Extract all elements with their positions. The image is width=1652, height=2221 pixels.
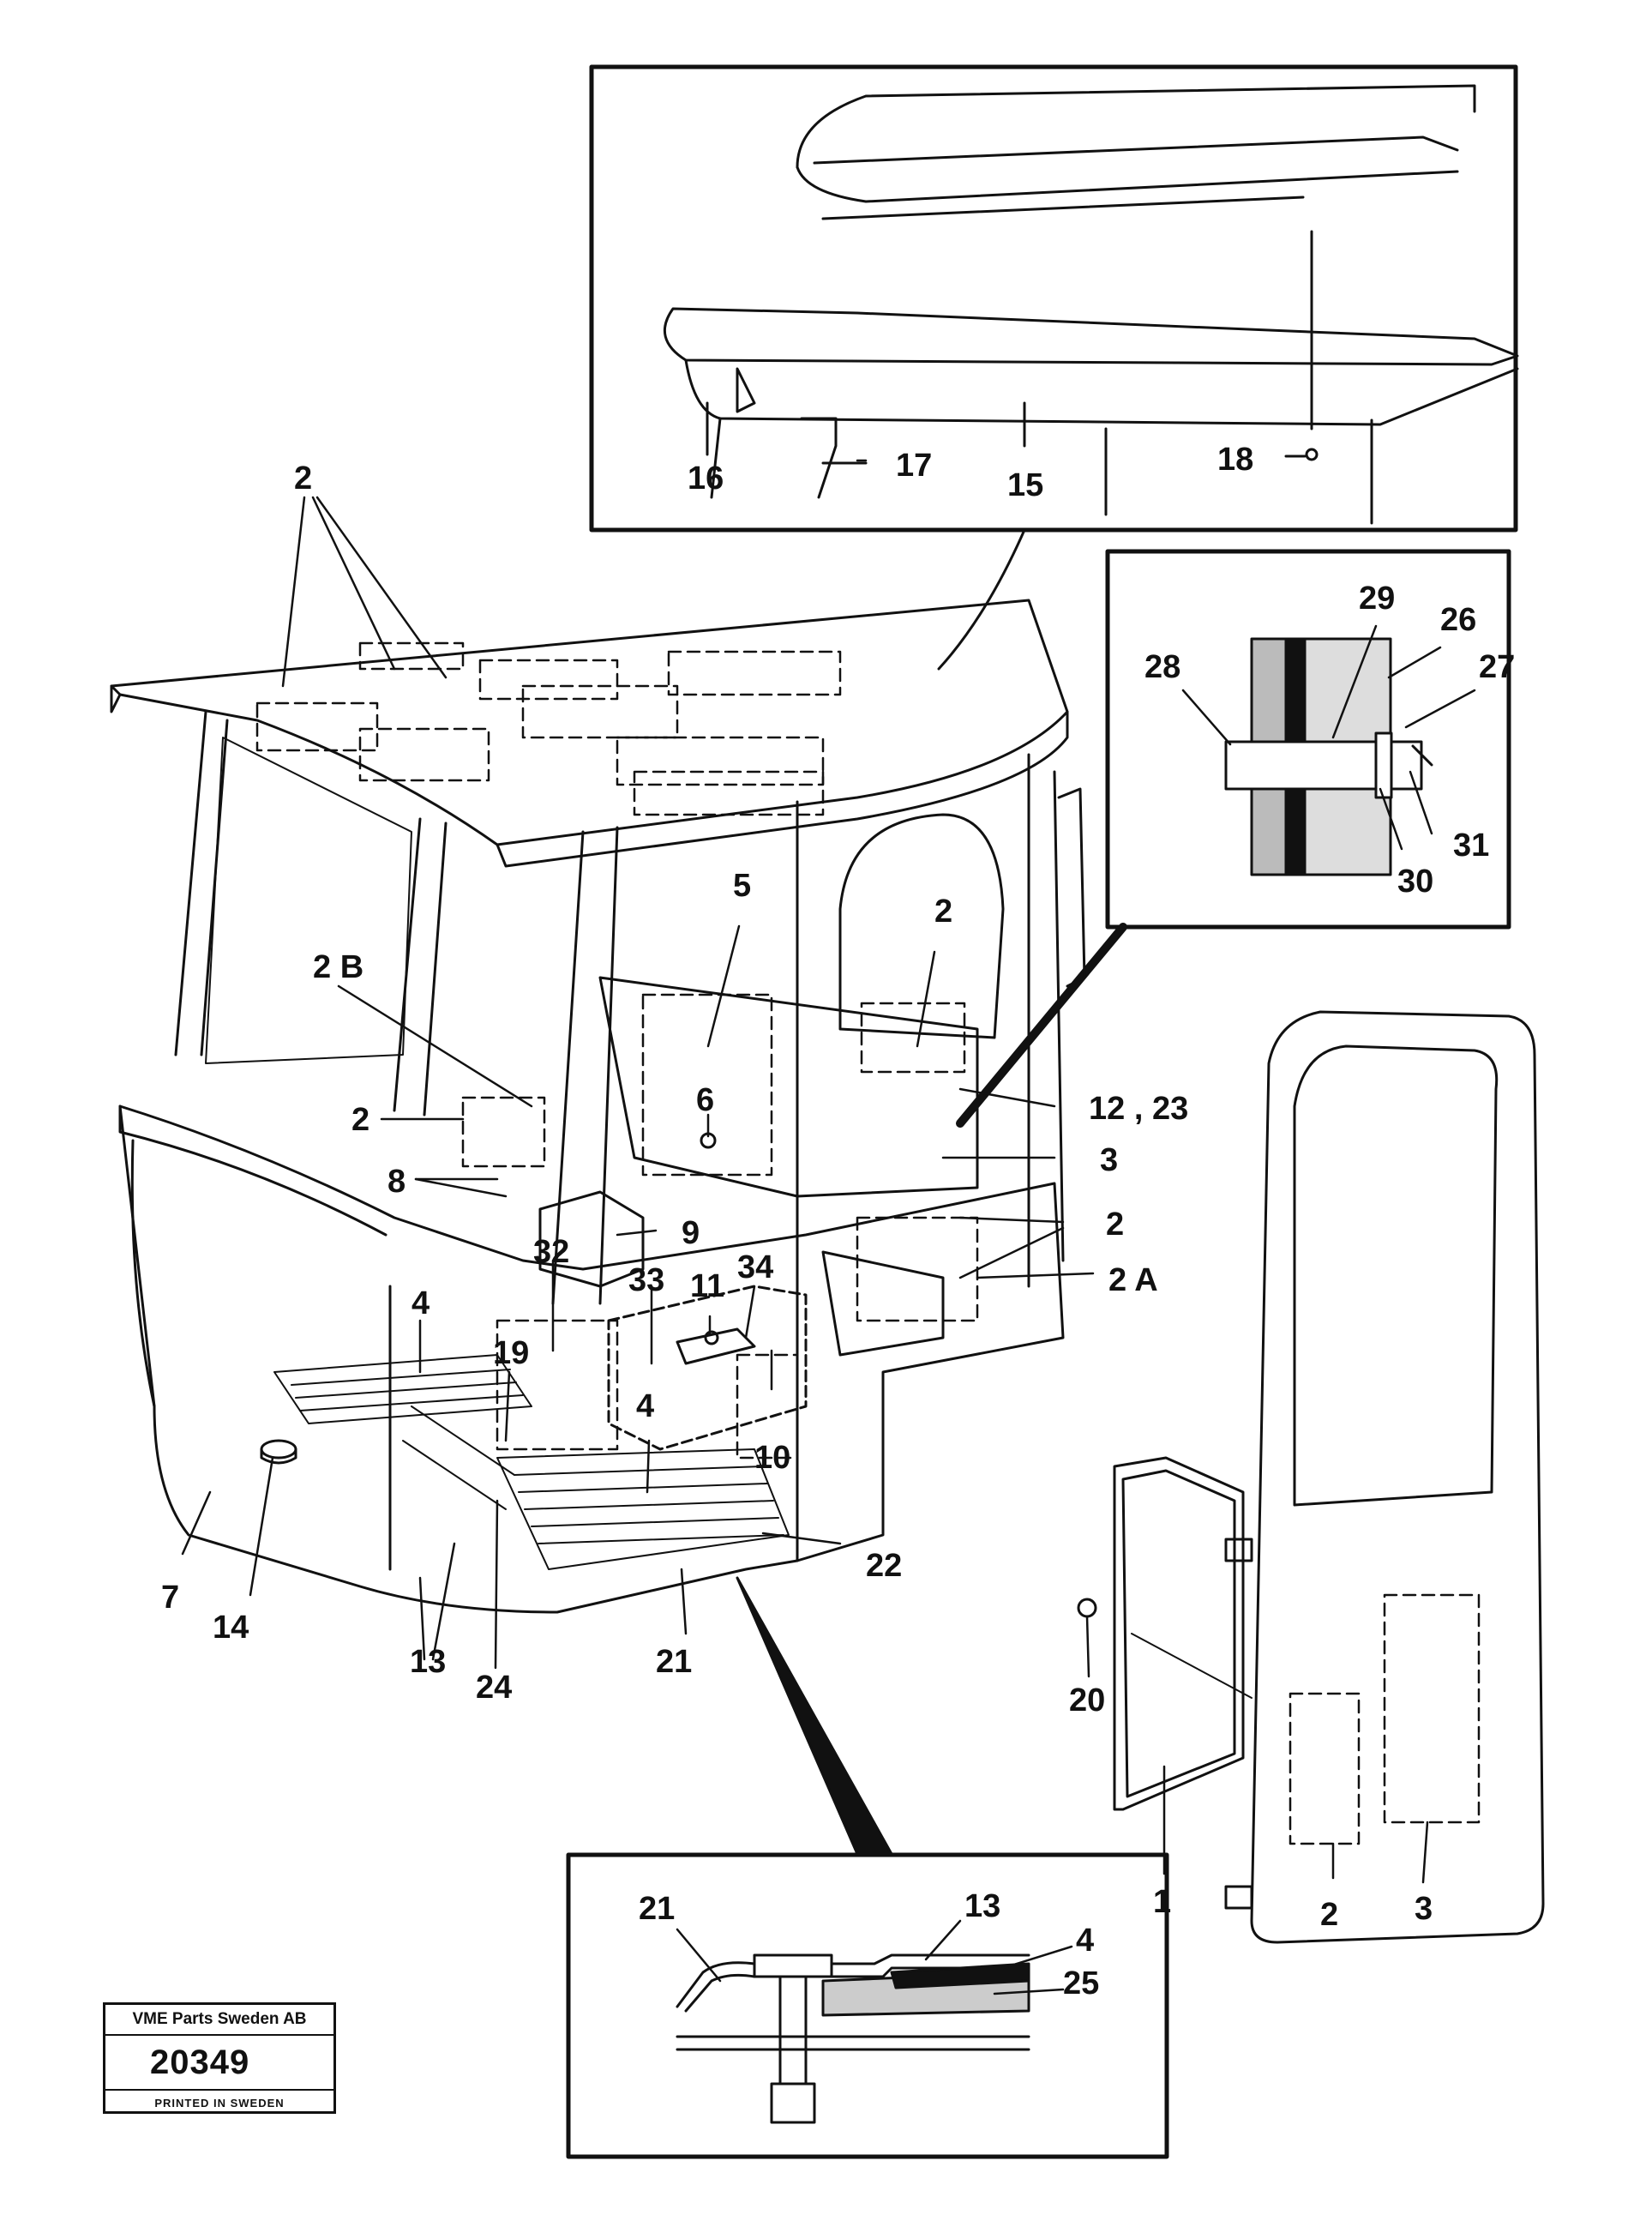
callout-8: 8 bbox=[387, 1164, 405, 1200]
callout-2-door: 2 bbox=[1320, 1897, 1338, 1933]
callout-9: 9 bbox=[682, 1215, 700, 1251]
stamp-company: VME Parts Sweden AB bbox=[105, 2005, 333, 2036]
callout-10: 10 bbox=[754, 1440, 790, 1476]
callout-25-detail: 25 bbox=[1063, 1965, 1099, 2001]
callout-13: 13 bbox=[410, 1644, 446, 1680]
callout-19: 19 bbox=[493, 1335, 529, 1371]
callout-27: 27 bbox=[1479, 649, 1515, 685]
callout-3-rear: 3 bbox=[1100, 1142, 1118, 1178]
callout-14: 14 bbox=[213, 1610, 249, 1646]
callout-18: 18 bbox=[1217, 442, 1253, 478]
callout-26: 26 bbox=[1440, 602, 1476, 638]
callout-21-detail: 21 bbox=[639, 1891, 675, 1927]
callout-4-front: 4 bbox=[636, 1388, 654, 1424]
callout-4-detail: 4 bbox=[1076, 1923, 1094, 1959]
callout-16: 16 bbox=[688, 460, 724, 497]
parts-stamp: VME Parts Sweden AB 20349 PRINTED IN SWE… bbox=[103, 2002, 336, 2114]
callout-2-rear: 2 bbox=[934, 894, 952, 930]
callout-3-door: 3 bbox=[1415, 1891, 1433, 1927]
callout-31: 31 bbox=[1453, 828, 1489, 864]
callout-5: 5 bbox=[733, 868, 751, 904]
callout-2-roof: 2 bbox=[294, 460, 312, 497]
callout-32: 32 bbox=[533, 1234, 569, 1270]
callout-13-detail: 13 bbox=[964, 1888, 1000, 1924]
callout-17: 17 bbox=[896, 448, 932, 484]
callout-7: 7 bbox=[161, 1580, 179, 1616]
callout-2-side: 2 bbox=[1106, 1207, 1124, 1243]
callout-30: 30 bbox=[1397, 864, 1433, 900]
callout-29: 29 bbox=[1359, 581, 1395, 617]
roof-detail-inset bbox=[589, 64, 1519, 671]
callout-34: 34 bbox=[737, 1249, 773, 1285]
callout-11: 11 bbox=[690, 1268, 724, 1304]
callout-6: 6 bbox=[696, 1082, 714, 1118]
stamp-number: 20349 bbox=[105, 2036, 333, 2091]
callout-21: 21 bbox=[656, 1644, 692, 1680]
leader-lines bbox=[181, 459, 1476, 1995]
callout-15: 15 bbox=[1007, 467, 1043, 503]
callout-2a: 2 A bbox=[1108, 1262, 1158, 1298]
callout-4-left: 4 bbox=[411, 1285, 430, 1321]
callout-1: 1 bbox=[1153, 1884, 1171, 1920]
cab-body bbox=[110, 599, 1086, 1614]
callout-20: 20 bbox=[1069, 1682, 1105, 1718]
callout-12-23: 12 , 23 bbox=[1089, 1091, 1188, 1127]
callout-24: 24 bbox=[476, 1670, 512, 1706]
callout-22: 22 bbox=[866, 1548, 902, 1584]
floor-detail-inset bbox=[566, 1576, 1169, 2159]
callout-2-left: 2 bbox=[351, 1102, 369, 1138]
callout-2b: 2 B bbox=[313, 949, 363, 985]
callout-labels: 2 2 B 2 5 2 6 12 , 23 3 8 32 9 2 2 A 33 … bbox=[161, 442, 1515, 2001]
callout-28: 28 bbox=[1144, 649, 1180, 685]
bolt-detail-inset bbox=[956, 549, 1511, 1128]
cab-door bbox=[1077, 1010, 1545, 1944]
stamp-footer: PRINTED IN SWEDEN bbox=[154, 2096, 285, 2110]
callout-33: 33 bbox=[628, 1262, 664, 1298]
